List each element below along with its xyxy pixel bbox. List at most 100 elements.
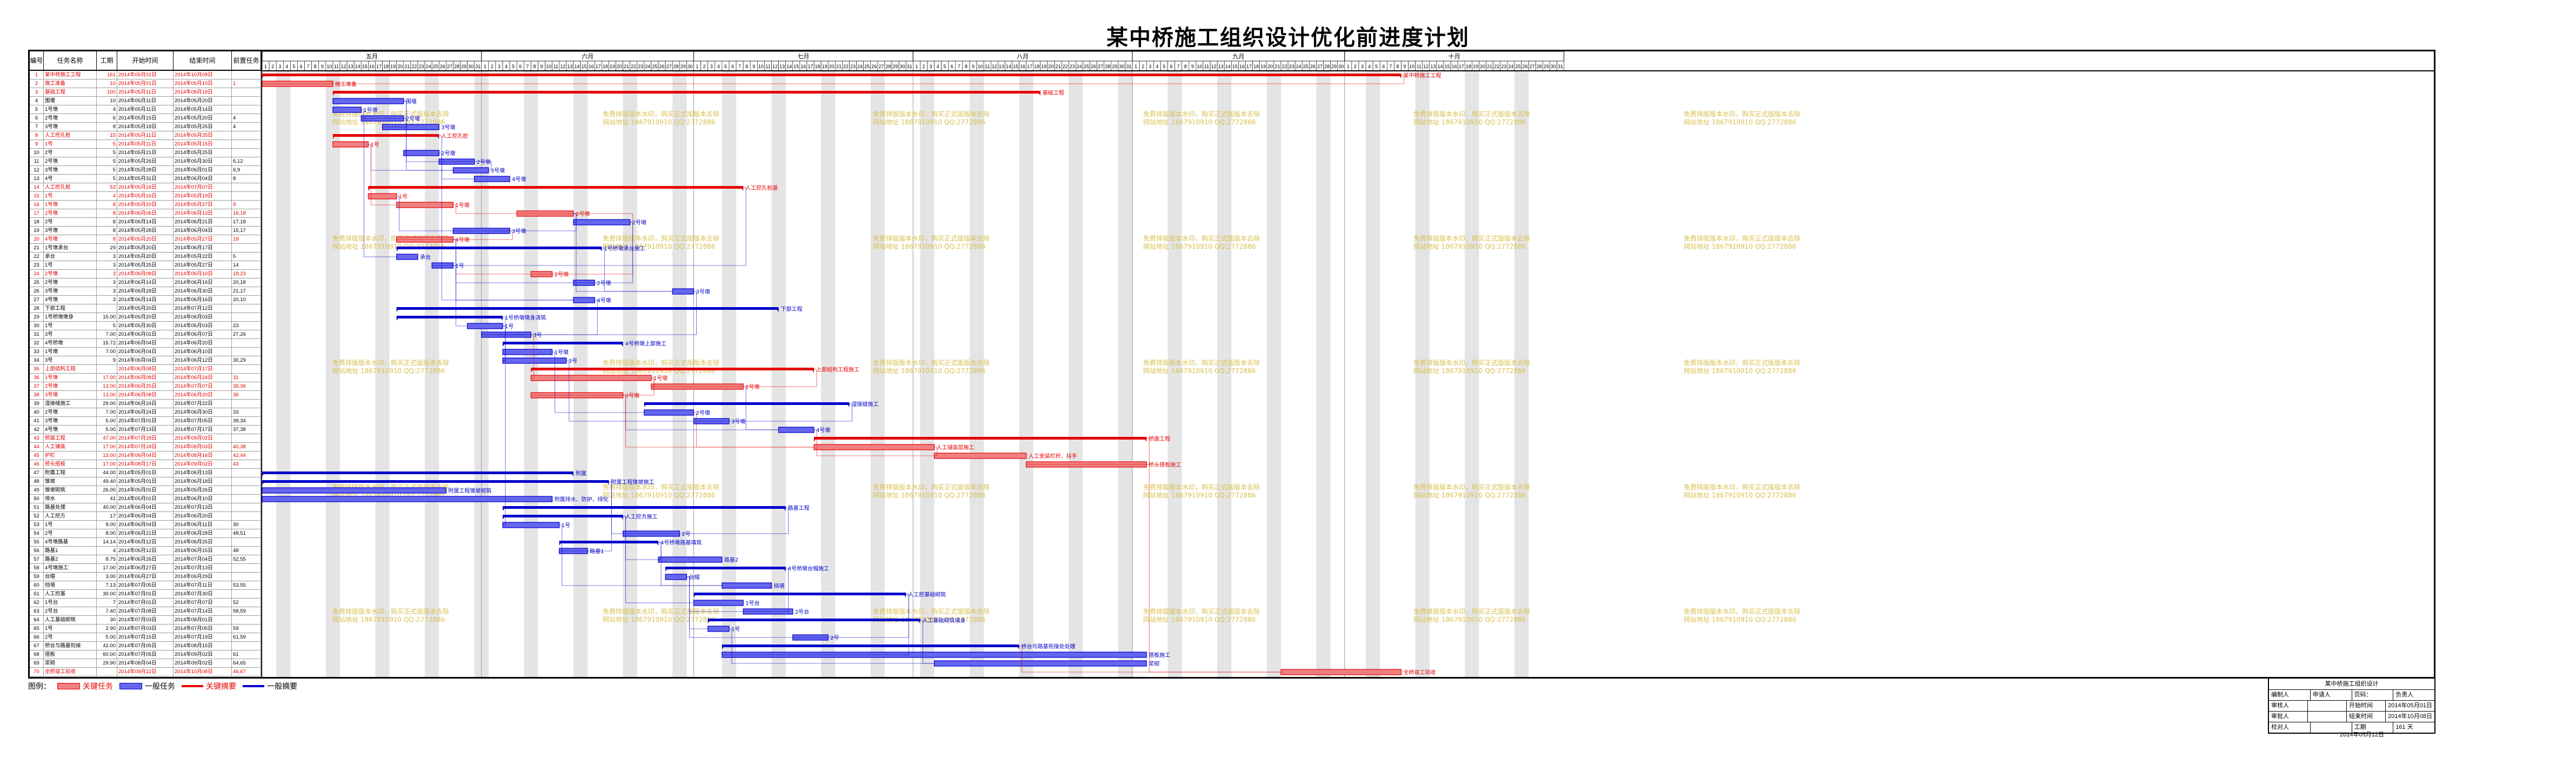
task-finish: 2014年06月13日 <box>173 209 232 217</box>
task-duration: 30.00 <box>97 590 117 598</box>
column-header-start[interactable]: 开始时间 <box>117 51 173 71</box>
task-bar-label: 附属工程锥坡施工 <box>611 479 654 486</box>
day-label: 30 <box>1119 64 1124 69</box>
day-label: 1 <box>264 64 267 69</box>
task-id: 70 <box>30 668 44 676</box>
summary-bar <box>559 541 659 543</box>
column-header-name[interactable]: 任务名称 <box>44 51 97 71</box>
task-name: 围堰 <box>44 97 97 105</box>
column-header-finish[interactable]: 结束时间 <box>173 51 232 71</box>
weekend-band <box>1019 71 1026 677</box>
task-id: 64 <box>30 616 44 624</box>
summary-bar <box>722 645 1019 647</box>
task-bar <box>693 600 744 606</box>
weekend-band <box>1415 71 1423 677</box>
weekend-band <box>1076 71 1083 677</box>
weekend-band <box>821 71 829 677</box>
day-label: 19 <box>1260 64 1266 69</box>
task-bar-label: 2号墩 <box>441 150 455 157</box>
watermark-text: 网站地址 1867910910 QQ:2772886 <box>873 616 985 623</box>
task-id: 51 <box>30 503 44 511</box>
column-header-duration[interactable]: 工期 <box>97 51 117 71</box>
weekend-band <box>1472 71 1479 677</box>
watermark-text: 网站地址 1867910910 QQ:2772886 <box>1413 616 1526 623</box>
dependency-link <box>1026 438 1150 465</box>
column-header-id[interactable]: 编号 <box>30 51 44 71</box>
column-header-predecessors[interactable]: 前置任务 <box>232 51 261 71</box>
task-finish: 2014年09月02日 <box>173 460 232 468</box>
